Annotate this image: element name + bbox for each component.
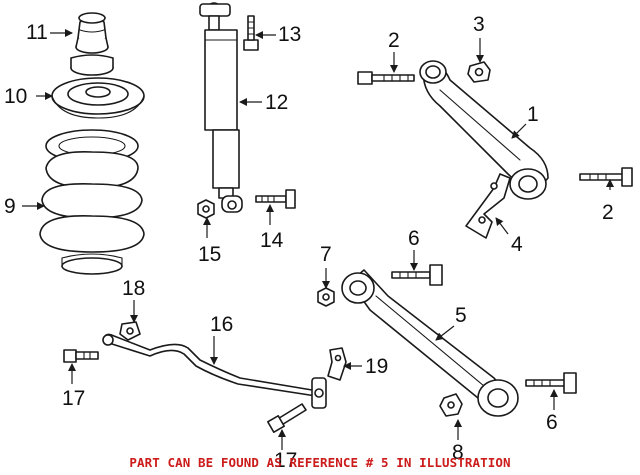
- callout-16: 16: [210, 313, 234, 336]
- callout-2-upper: 2: [388, 29, 400, 52]
- callout-11: 11: [26, 21, 48, 44]
- coil-spring-part: [39, 129, 145, 275]
- callout-7: 7: [320, 243, 332, 266]
- callout-1: 1: [527, 103, 539, 126]
- stabilizer-bracket-part: [327, 347, 347, 381]
- callout-17-lower: 17: [274, 449, 298, 472]
- callout-3: 3: [473, 13, 485, 36]
- lower-arm-bolt-part-2: [525, 372, 577, 394]
- stabilizer-bolt-part: [63, 349, 99, 363]
- reference-note: PART CAN BE FOUND AS REFERENCE # 5 IN IL…: [129, 455, 511, 470]
- bracket-part: [465, 173, 511, 239]
- stabilizer-bolt-part-2: [267, 403, 307, 433]
- control-arm-nut-part: [467, 61, 491, 83]
- callout-12: 12: [265, 91, 289, 114]
- callout-2-right: 2: [602, 201, 614, 224]
- lower-arm-bolt-part: [391, 264, 443, 286]
- callout-15: 15: [198, 243, 222, 266]
- lower-arm-nut-part: [317, 287, 335, 307]
- callout-18: 18: [122, 277, 146, 300]
- shock-nut-part: [197, 199, 215, 219]
- callout-6-upper: 6: [408, 227, 420, 250]
- upper-shock-bolt-part: [243, 15, 259, 51]
- jounce-bumper-part: [70, 12, 114, 76]
- leader-lines: [22, 29, 614, 450]
- callout-5: 5: [455, 304, 467, 327]
- shock-absorber-part: [199, 2, 243, 213]
- callout-14: 14: [260, 229, 284, 252]
- stabilizer-bar-part: [102, 333, 327, 409]
- lower-shock-bolt-part: [255, 189, 296, 209]
- callout-4: 4: [511, 233, 523, 256]
- callout-6-lower: 6: [546, 411, 558, 434]
- callout-9: 9: [4, 195, 16, 218]
- spring-seat-part: [51, 77, 145, 119]
- upper-control-arm-part: [419, 60, 549, 200]
- stabilizer-bushing-part: [119, 321, 141, 341]
- control-arm-bolt-part: [357, 71, 415, 85]
- callout-8: 8: [452, 441, 464, 464]
- callout-10: 10: [4, 85, 28, 108]
- callout-17-left: 17: [62, 387, 86, 410]
- lower-arm-nut-part-2: [439, 393, 463, 417]
- callout-19: 19: [365, 355, 389, 378]
- lower-control-arm-part: [341, 269, 519, 417]
- callout-13: 13: [278, 23, 302, 46]
- control-arm-bolt-part-2: [579, 167, 633, 187]
